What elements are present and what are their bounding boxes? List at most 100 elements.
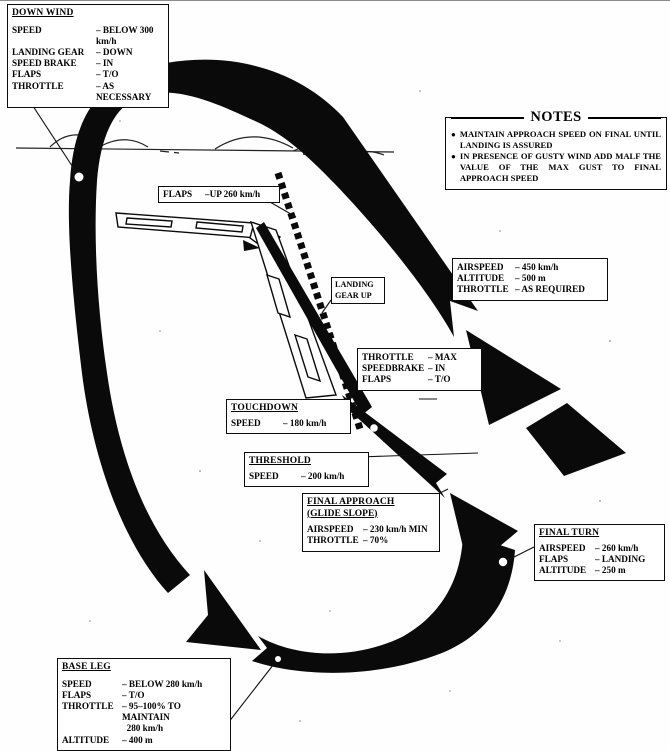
waypoint-dots [74,172,508,662]
down-wind-title: DOWN WIND [12,8,74,18]
spec-label: AIRSPEED [457,262,504,272]
bullet-icon: ● [451,129,456,139]
spec-row: SPEED – BELOW 280 km/h [62,679,226,690]
spec-row: THROTTLE– AS REQUIRED [457,284,603,295]
downwind-waypoint-dot [74,172,84,182]
spec-value: – DOWN [96,47,133,58]
spec-row: SPEED– BELOW 300 km/h [12,25,164,47]
threshold-box: THRESHOLD SPEED– 200 km/h [244,452,369,487]
notes-title-text: NOTES [524,109,588,127]
crosswind-box: AIRSPEED – 450 km/h ALTITUDE – 500 m THROT… [452,258,608,301]
landing-gear-up-box: LANDING GEAR UP [331,277,385,305]
spec-row: AIRSPEED – 230 km/h MIN [307,524,435,535]
final-approach-band [342,395,447,498]
spec-row: SPEED BRAKE – IN [12,58,164,69]
spec-label: AIRSPEED [307,524,354,535]
spec-value: – 230 km/h MIN [363,524,428,535]
spec-label: FLAPS [12,69,42,80]
title-rule [451,116,525,119]
climbout-dashed-path [274,171,365,434]
spec-row: AIRSPEED– 260 km/h [539,543,660,554]
spec-value: – IN [428,363,446,374]
spec-value: – T/O [122,689,145,700]
flaps-leader [269,201,297,218]
pattern-arrowhead [186,570,261,650]
pattern-band-base-finalturn [252,533,515,673]
spec-row: FLAPS– T/O [362,374,477,385]
spec-value: – AS NECESSARY [96,80,152,102]
spec-label: ALTITUDE [62,734,110,745]
spec-value: – 450 km/h [515,262,559,272]
spec-value: – BELOW 280 km/h [122,678,203,689]
spec-value: – 500 m [515,273,546,284]
spec-row: FLAPS– T/O [12,69,164,80]
spec-label: THROTTLE [307,535,359,546]
notes-title: NOTES [451,109,662,127]
climb-config-leader [349,380,358,401]
spec-row: SPEEDBRAKE– IN [362,363,477,374]
spec-label: THROTTLE [457,284,509,295]
title-rule [587,116,662,119]
spec-row: FLAPS – T/O [62,690,226,701]
base-leg-box: BASE LEG SPEED – BELOW 280 km/h FLAPS – T/… [57,658,231,751]
spec-label: ALTITUDE [457,273,505,284]
touchdown-box: TOUCHDOWN SPEED– 180 km/h [226,399,351,434]
spec-row: ALTITUDE – 400 m [62,735,226,746]
bullet-icon: ● [451,151,456,161]
spec-value: – 400 m [122,734,153,745]
final-turn-title: FINAL TURN [539,528,600,538]
spec-label: FLAPS [362,374,392,385]
spec-value: – 180 km/h [283,417,327,428]
final-turn-leader [505,546,535,562]
runway [249,220,337,399]
spec-row: SPEED– 180 km/h [231,418,346,429]
taxiway-marking [125,217,173,228]
gearup-leader [321,299,332,314]
gear-up-line: GEAR UP [335,290,372,300]
final-approach-box: FINAL APPROACH (GLIDE SLOPE) AIRSPEED– 2… [302,493,440,552]
spec-label: FLAPS [62,689,92,700]
base-leg-waypoint-dot [275,656,281,662]
hill-sketch [214,136,294,150]
spec-label: SPEED [249,470,279,481]
spec-row: AIRSPEED – 450 km/h [457,262,603,273]
threshold-title: THRESHOLD [249,456,311,466]
taxiway-marking [195,221,244,233]
spec-label: LANDING GEAR [12,47,85,58]
touchdown-waypoint-dot [370,424,378,432]
spec-value: – 95–100% TO MAINTAIN 280 km/h [122,701,181,734]
spec-row: SPEED– 200 km/h [249,471,364,482]
spec-label: SPEED BRAKE [12,58,77,69]
note-text: MAINTAIN APPROACH SPEED ON FINAL UNTIL L… [459,128,661,150]
spec-row: THROTTLE – 70% [307,535,435,546]
climb-config-box: THROTTLE– MAX SPEEDBRAKE– IN FLAPS– T/O [357,348,482,391]
spec-row: FLAPS–UP 260 km/h [163,189,275,200]
approach-arrow-shaft [526,403,626,476]
spec-row: ALTITUDE– 250 m [539,565,660,576]
touchdown-title: TOUCHDOWN [231,403,299,413]
gear-up-line: LANDING [335,280,374,289]
spec-row: LANDING GEAR – DOWN [12,47,164,58]
final-approach-subtitle: (GLIDE SLOPE) [307,508,378,519]
note-item: ● MAINTAIN APPROACH SPEED ON FINAL UNTIL… [451,129,661,151]
base-leg-leader [227,659,278,724]
base-leg-title: BASE LEG [62,662,111,672]
spec-row: ALTITUDE – 500 m [457,273,603,284]
spec-value: – IN [96,58,114,69]
final-turn-waypoint-dot [498,557,508,567]
junction-triangle [243,240,260,251]
notes-box: NOTES ● MAINTAIN APPROACH SPEED ON FINAL… [445,109,667,190]
spec-label: SPEED [62,678,92,689]
spec-row: THROTTLE– 95–100% TO MAINTAIN 280 km/h [62,701,226,735]
runway-marking [265,273,292,319]
spec-value: – LANDING [595,553,646,564]
spec-value: –UP 260 km/h [205,189,261,199]
spec-row: THROTTLE– MAX [362,352,477,363]
runway-marking [293,333,322,383]
spec-value: – 70% [363,535,389,546]
hill-sketch [100,139,149,148]
spec-label: FLAPS [539,553,569,564]
spec-label: THROTTLE [362,352,414,362]
